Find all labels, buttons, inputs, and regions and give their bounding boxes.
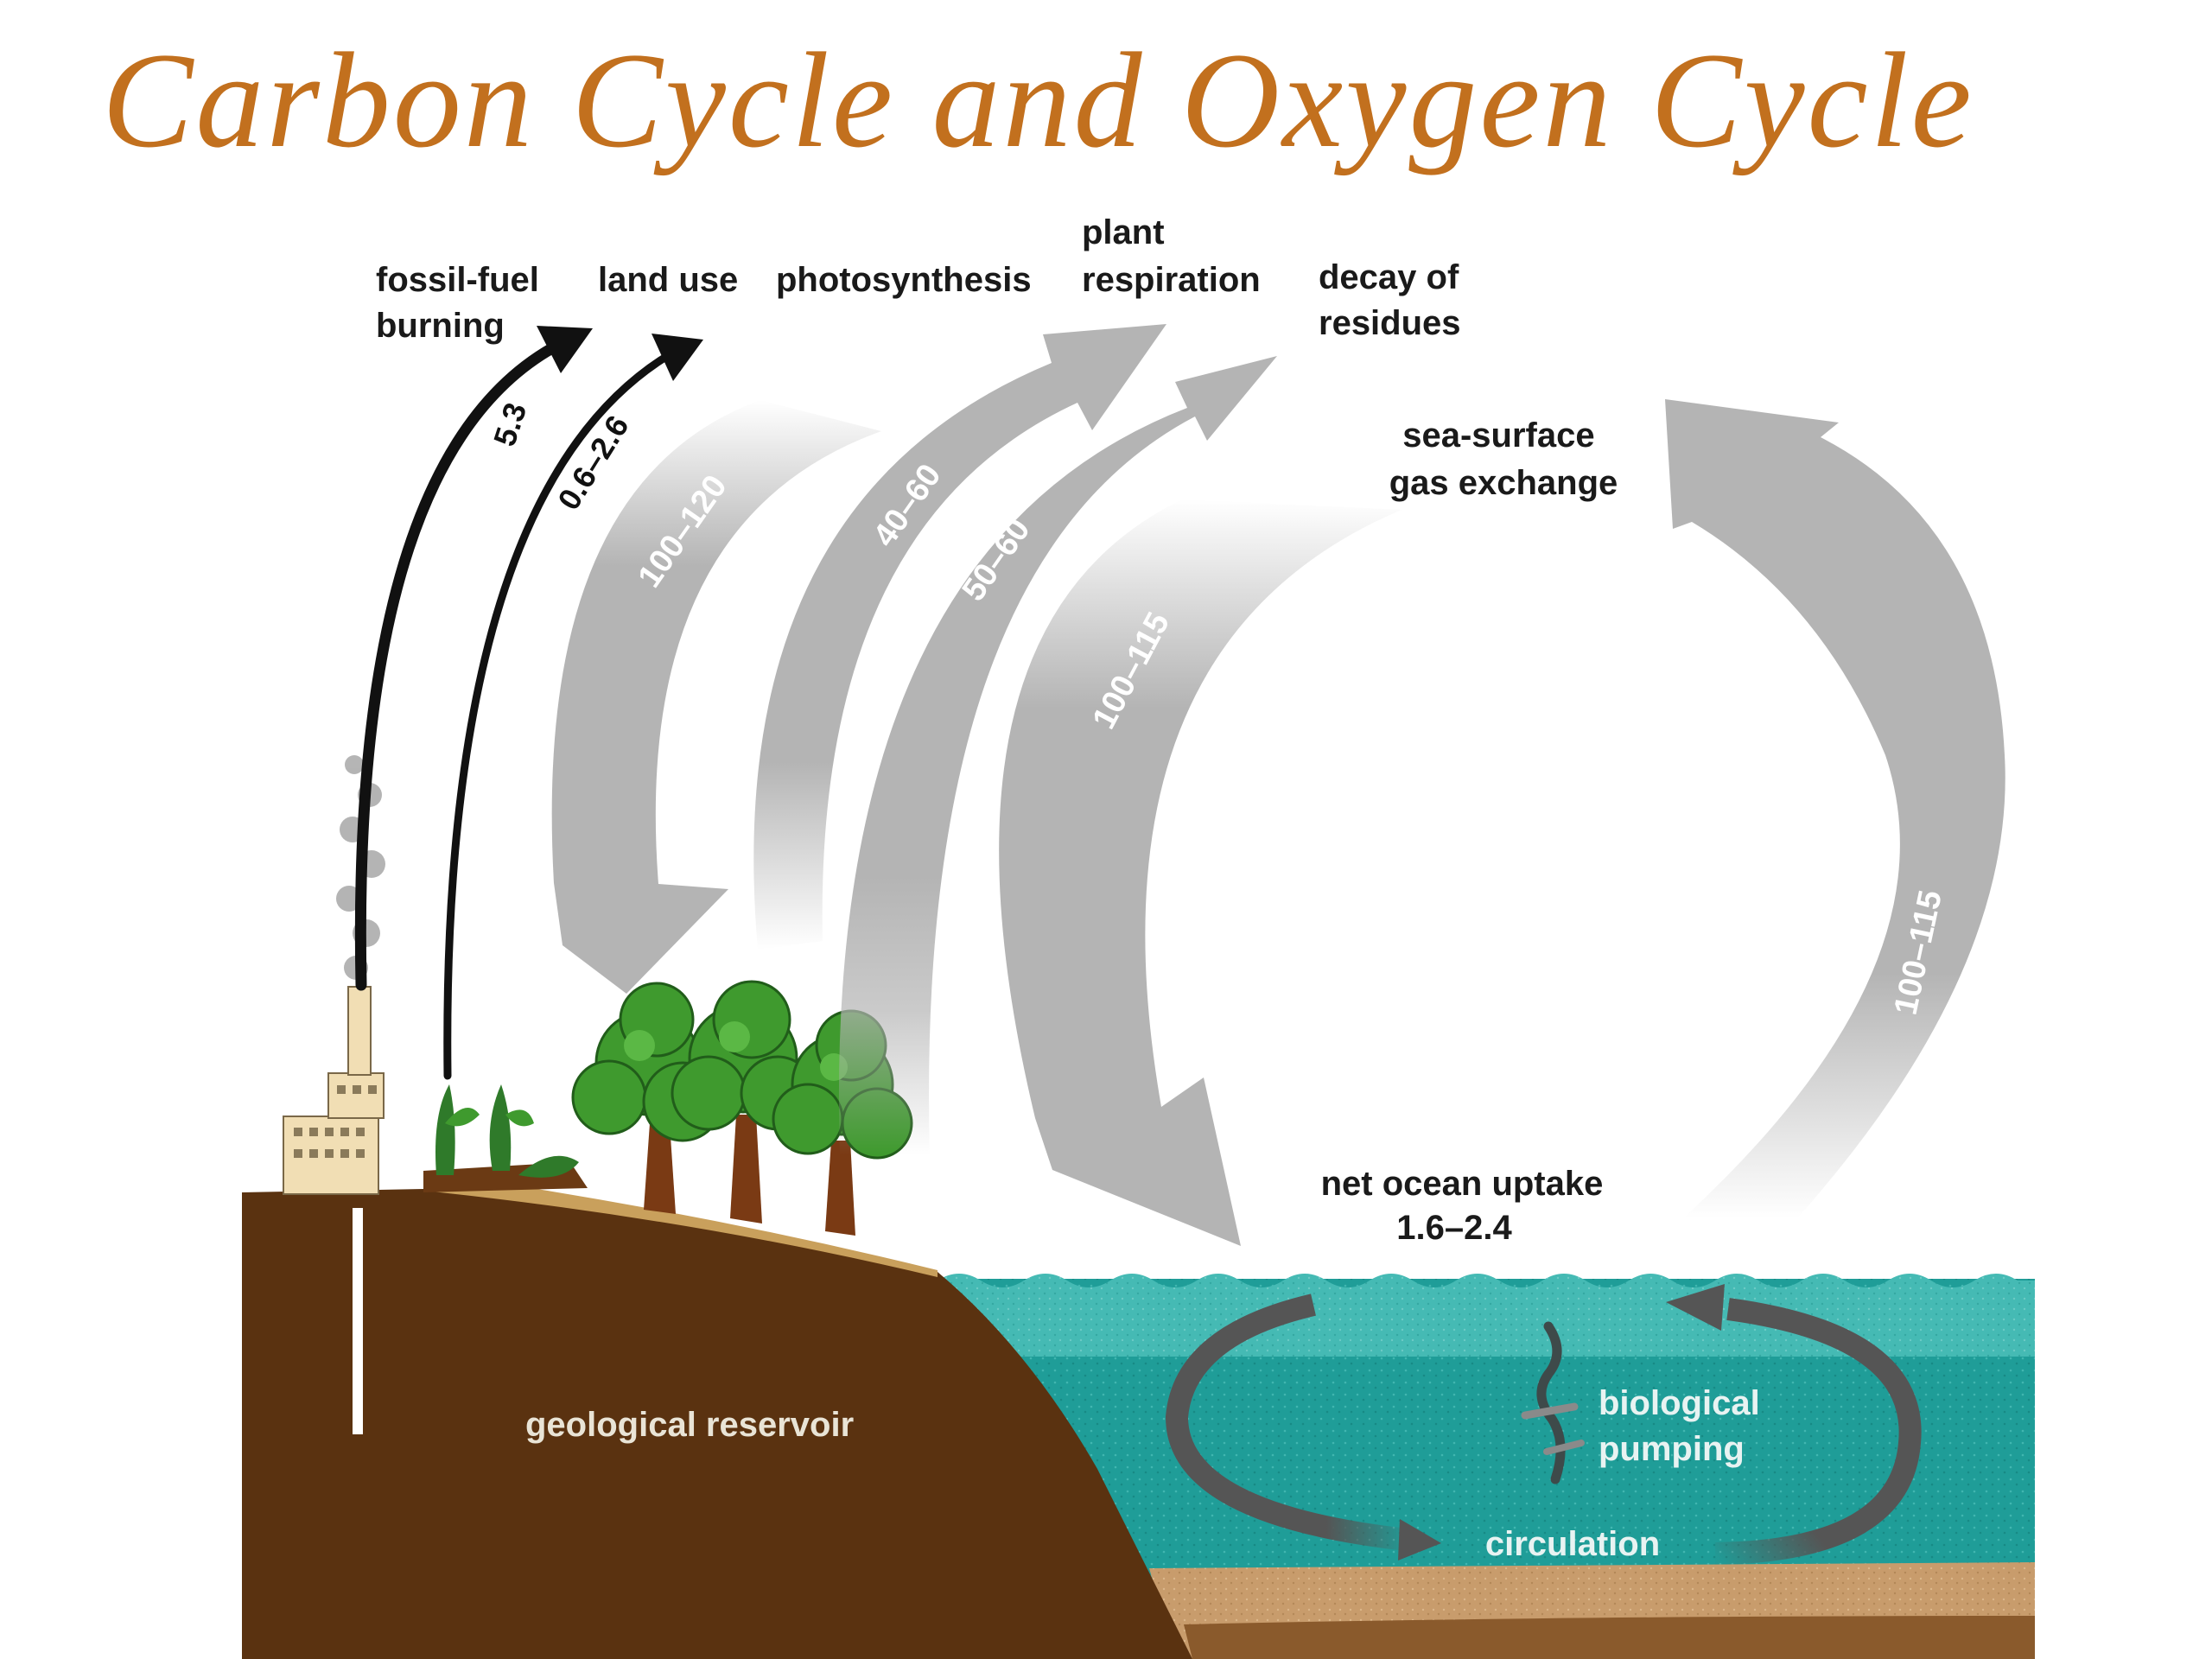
land-use-arrow xyxy=(443,334,703,1080)
oil-well-pipe xyxy=(353,1208,363,1434)
factory-icon xyxy=(283,986,385,1195)
circulation-arrow-left xyxy=(1165,1294,1408,1551)
label-fossil-fuel-line2: burning xyxy=(376,307,505,345)
label-circulation: circulation xyxy=(1485,1525,1660,1563)
geological-reservoir xyxy=(242,1189,1192,1659)
plant-respiration-arrow xyxy=(753,324,1166,950)
label-plant-respiration-line1: plant xyxy=(1082,213,1165,251)
label-decay-line2: residues xyxy=(1319,304,1461,342)
label-sea-surface-line2: gas exchange xyxy=(1389,464,1618,502)
circulation-arrow-right xyxy=(1714,1298,1922,1565)
label-biological-line2: pumping xyxy=(1599,1430,1745,1468)
label-fossil-fuel-line1: fossil-fuel xyxy=(376,261,539,299)
label-net-ocean-value: 1.6–2.4 xyxy=(1396,1209,1512,1247)
label-decay-line1: decay of xyxy=(1319,258,1459,296)
worm-icon xyxy=(1521,1321,1585,1484)
soil-layer xyxy=(423,1172,938,1277)
label-sea-surface: sea-surface gas exchange xyxy=(1389,416,1618,502)
photosynthesis-arrow xyxy=(551,400,881,994)
label-biological-pumping: biological pumping xyxy=(1599,1384,1770,1468)
label-biological-line1: biological xyxy=(1599,1384,1760,1422)
label-plant-respiration-line2: respiration xyxy=(1082,261,1261,299)
label-decay-of-residues: decay of residues xyxy=(1319,258,1468,342)
label-net-ocean-uptake: net ocean uptake xyxy=(1321,1165,1604,1203)
label-photosynthesis: photosynthesis xyxy=(776,261,1032,299)
label-sea-surface-line1: sea-surface xyxy=(1402,416,1594,454)
label-geological-reservoir: geological reservoir xyxy=(525,1406,854,1444)
label-fossil-fuel: fossil-fuel burning xyxy=(376,261,549,345)
ocean-to-air-arrow xyxy=(1665,399,2005,1218)
flux-fossil-fuel: 5.3 xyxy=(486,398,533,450)
circulation-arrows xyxy=(1165,1284,1922,1565)
fossil-fuel-arrow xyxy=(354,326,593,991)
label-plant-respiration: plant respiration xyxy=(1082,213,1261,299)
slide-title: Carbon Cycle and Oxygen Cycle xyxy=(102,25,1974,176)
seabed xyxy=(1184,1616,2035,1659)
decay-of-residues-arrow xyxy=(838,356,1277,1155)
land xyxy=(242,1172,1192,1659)
sea-to-ocean-arrow xyxy=(999,499,1402,1246)
crops-icon xyxy=(423,1084,588,1192)
label-land-use: land use xyxy=(598,261,738,299)
